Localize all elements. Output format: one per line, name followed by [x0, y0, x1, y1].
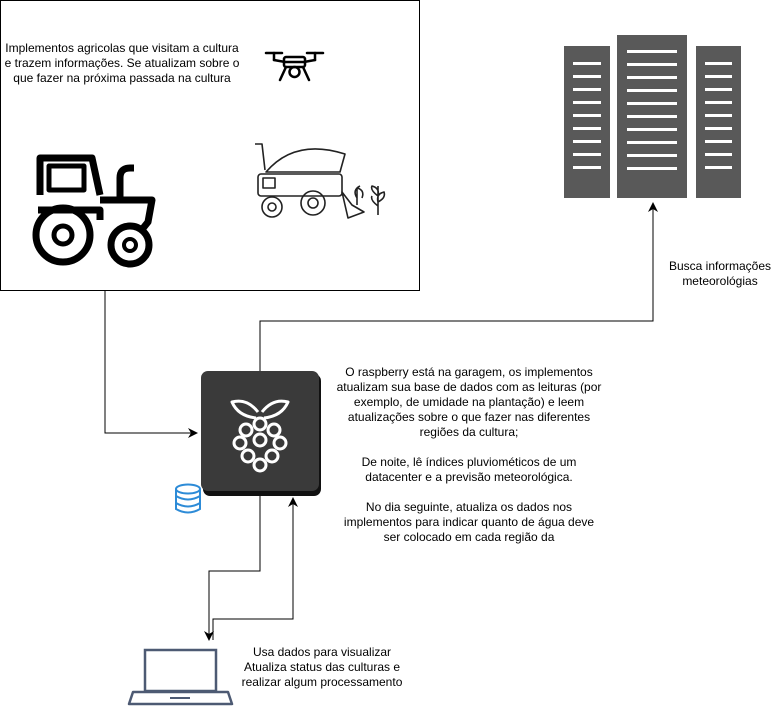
laptop-icon [127, 648, 234, 706]
implements-description: Implementos agricolas que visitam a cult… [4, 41, 240, 85]
laptop-description: Usa dados para visualizar Atualiza statu… [230, 645, 414, 690]
pi-description-paragraph: No dia seguinte, atualiza os dados nos i… [343, 500, 595, 544]
raspberry-pi-description: O raspberry está na garagem, os implemen… [335, 365, 603, 545]
harvester-icon [255, 143, 386, 219]
database-icon [175, 483, 201, 514]
weather-fetch-label: Busca informações meteorológias [668, 259, 772, 288]
pi-description-paragraph: De noite, lê índices pluviométicos de um… [361, 455, 577, 484]
tractor-icon [32, 154, 156, 268]
pi-description-paragraph: O raspberry está na garagem, os implemen… [336, 365, 602, 439]
raspberry-pi-icon [230, 399, 290, 473]
laptop-description-line: Usa dados para visualizar [252, 645, 392, 659]
laptop-description-line: Atualiza status das culturas e realizar … [241, 660, 403, 689]
connector-pi-to-laptop [204, 496, 261, 641]
drone-icon [264, 51, 325, 82]
connector-laptop-to-pi [212, 497, 298, 640]
connector-pi-to-server [259, 202, 658, 371]
connector-implements-to-pi [104, 290, 198, 438]
server-icon [564, 35, 741, 198]
